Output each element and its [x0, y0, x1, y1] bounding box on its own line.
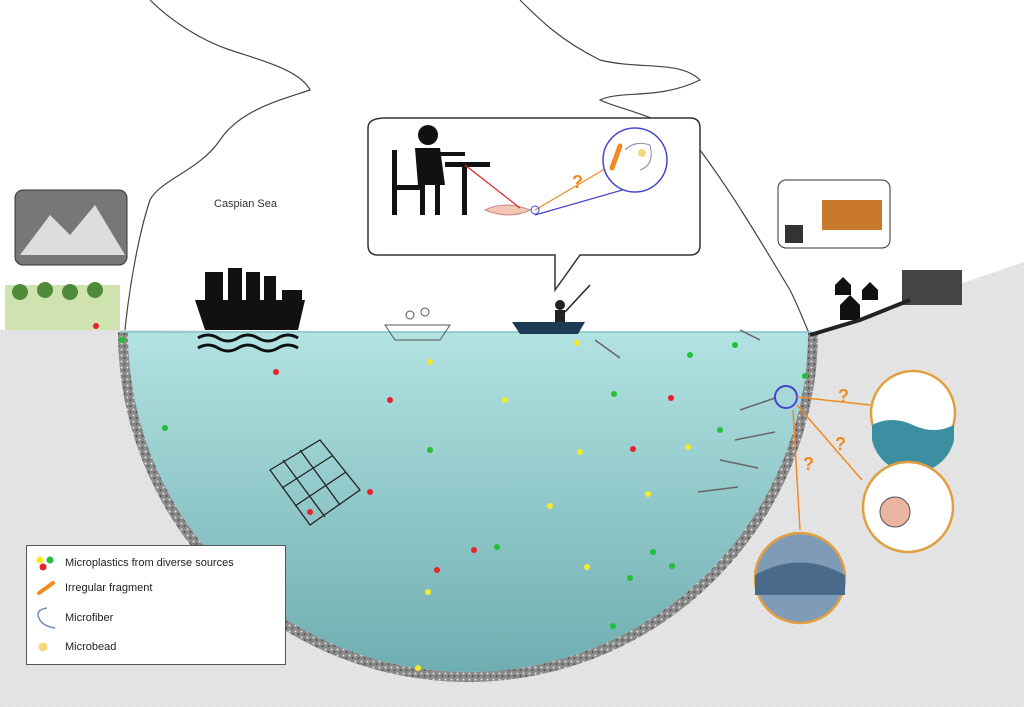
impact-circles	[753, 369, 957, 625]
microplastic-dot	[668, 395, 674, 401]
question-mark: ?	[835, 434, 846, 454]
microplastic-dot	[717, 427, 723, 433]
colored-dots-icon	[36, 556, 54, 571]
microplastic-dot	[645, 491, 651, 497]
microplastic-dot	[685, 444, 691, 450]
microplastic-dot	[574, 340, 580, 346]
ghost-net-icon	[269, 439, 361, 526]
microplastic-dot	[93, 323, 99, 329]
question-mark: ?	[803, 454, 814, 474]
microplastic-dot	[584, 564, 590, 570]
fragment-icon	[37, 581, 55, 595]
person-eating-icon	[392, 125, 490, 215]
microplastic-dot	[425, 589, 431, 595]
microplastic-dot	[627, 575, 633, 581]
microplastic-dot	[471, 547, 477, 553]
caspian-sea-label: Caspian Sea	[214, 198, 277, 210]
recreational-boat-icon	[384, 307, 451, 341]
microplastic-dot	[610, 623, 616, 629]
microplastic-dot	[502, 397, 508, 403]
legend-item-fragment: Irregular fragment	[35, 580, 152, 596]
cargo-ship-icon	[195, 268, 305, 353]
question-mark: ?	[838, 386, 849, 406]
microplastic-dot	[669, 563, 675, 569]
coastline	[124, 0, 811, 336]
microplastic-dot	[387, 397, 393, 403]
legend: Microplastics from diverse sources Irreg…	[26, 545, 286, 665]
pathway-arrows	[792, 396, 871, 531]
legend-label: Irregular fragment	[65, 582, 153, 594]
fishing-boat-icon	[512, 284, 591, 334]
microplastic-dot	[547, 503, 553, 509]
microplastic-dot	[367, 489, 373, 495]
microplastic-dot	[494, 544, 500, 550]
legend-item-microplastics: Microplastics from diverse sources	[35, 555, 234, 571]
microplastic-dot	[119, 337, 125, 343]
microplastic-dot	[611, 391, 617, 397]
microplastic-dot	[687, 352, 693, 358]
landscape-callout	[5, 189, 128, 330]
microplastic-dot	[577, 449, 583, 455]
microplastic-dot	[162, 425, 168, 431]
fish-icons	[594, 329, 776, 493]
microplastic-dot	[273, 369, 279, 375]
microplastic-dot	[802, 373, 808, 379]
legend-label: Microbead	[65, 641, 117, 653]
microbead-icon	[38, 642, 48, 652]
industrial-callout	[777, 179, 962, 337]
question-mark: ?	[572, 172, 583, 192]
consumption-callout	[367, 117, 701, 293]
legend-item-microfiber: Microfiber	[35, 606, 113, 630]
legend-label: Microfiber	[65, 612, 114, 624]
microfiber-icon	[37, 607, 56, 629]
caspian-sea-water	[128, 332, 808, 672]
microplastic-dot	[427, 447, 433, 453]
microplastic-dot	[415, 665, 421, 671]
microplastic-dot	[434, 567, 440, 573]
microplastic-dot	[307, 509, 313, 515]
legend-label: Microplastics from diverse sources	[65, 557, 234, 569]
legend-item-microbead: Microbead	[35, 639, 116, 655]
microplastic-dot	[732, 342, 738, 348]
microplastic-dot	[630, 446, 636, 452]
microplastic-dot	[427, 359, 433, 365]
microplastic-dot	[650, 549, 656, 555]
